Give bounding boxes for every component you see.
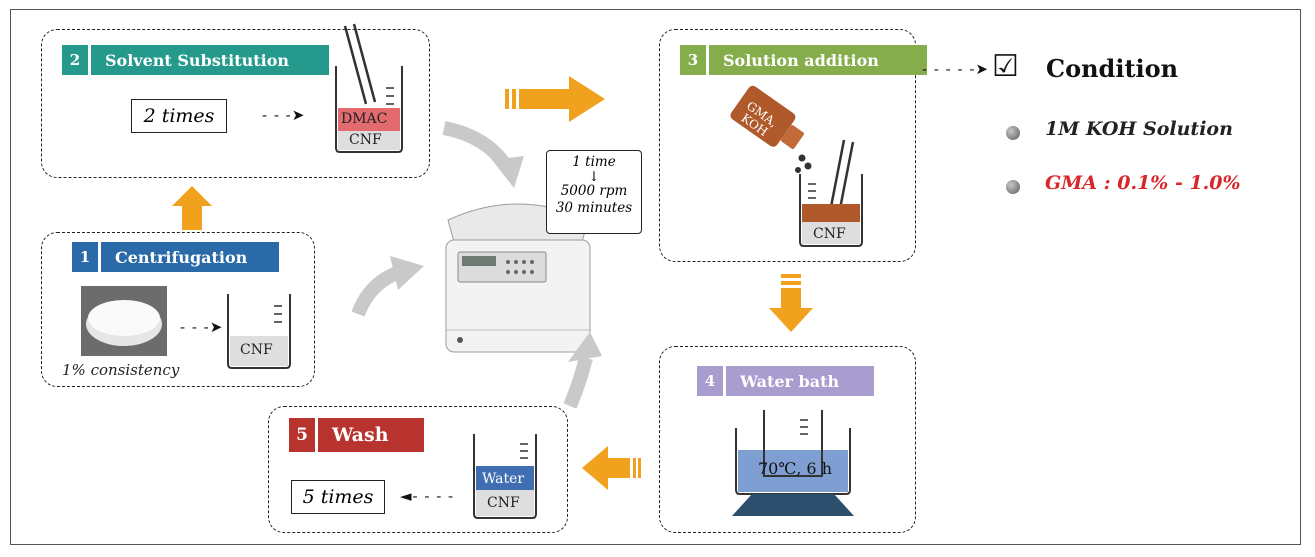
step1-number: 1 <box>72 242 98 272</box>
step5-times: 5 times <box>302 486 374 508</box>
step4-badge: 4 Water bath <box>697 366 874 396</box>
outer-frame <box>10 9 1301 545</box>
condition-dash-arrow: - - - - -➤ <box>922 60 989 78</box>
step1-badge: 1 Centrifugation <box>72 242 279 272</box>
condition-item-1: 1M KOH Solution <box>1045 118 1233 140</box>
step2-label: Solvent Substitution <box>91 45 329 75</box>
step3-label: Solution addition <box>709 45 927 75</box>
centrifuge-down-arrow: ↓ <box>588 169 600 185</box>
orange-arrow-right <box>505 76 605 122</box>
gma-koh-bottle-icon <box>730 85 812 173</box>
orange-arrow-up <box>172 186 212 230</box>
step2-cnf-label: CNF <box>349 132 382 148</box>
step2-times-box: 2 times <box>131 99 227 133</box>
step1-panel <box>41 232 315 387</box>
petri-dish-image <box>81 286 167 356</box>
step3-beaker-icon <box>799 139 863 247</box>
step2-beaker-icon <box>335 23 403 153</box>
step5-panel <box>268 406 568 533</box>
centrifuge-times: 1 time <box>572 154 616 170</box>
centrifuge-minutes: 30 minutes <box>555 200 633 216</box>
step3-badge: 3 Solution addition <box>680 45 927 75</box>
step2-badge: 2 Solvent Substitution <box>62 45 329 75</box>
step5-label: Wash <box>318 418 424 452</box>
gray-arrow-from-step5 <box>563 332 602 409</box>
step3-panel <box>659 29 916 262</box>
step5-badge: 5 Wash <box>289 418 424 452</box>
step5-number: 5 <box>289 418 315 452</box>
condition-item-2: GMA : 0.1% - 1.0% <box>1045 172 1241 194</box>
step5-dash-arrow: ◄- - - - <box>400 487 455 505</box>
step1-label: Centrifugation <box>101 242 279 272</box>
step4-label: Water bath <box>726 366 874 396</box>
step2-times: 2 times <box>143 105 215 127</box>
water-bath-icon <box>732 410 854 516</box>
orange-arrow-left <box>582 446 641 490</box>
step5-water-label: Water <box>482 471 525 487</box>
step4-panel <box>659 346 916 533</box>
centrifuge-rpm: 5000 rpm <box>560 183 628 199</box>
condition-bullet-1 <box>1006 126 1020 140</box>
step5-times-box: 5 times <box>291 480 385 514</box>
step2-dash-arrow: - - -➤ <box>262 106 306 124</box>
step3-number: 3 <box>680 45 706 75</box>
step5-beaker-icon <box>473 434 537 519</box>
condition-title: Condition <box>1046 54 1179 83</box>
step2-number: 2 <box>62 45 88 75</box>
step1-cnf-label: CNF <box>240 342 273 358</box>
water-bath-temp: 70℃, 6 h <box>758 459 832 478</box>
step2-dmac-label: DMAC <box>341 111 388 127</box>
step4-number: 4 <box>697 366 723 396</box>
orange-arrow-down <box>769 274 813 332</box>
step1-caption: 1% consistency <box>62 361 180 379</box>
step5-cnf-label: CNF <box>487 495 520 511</box>
gray-arrow-from-step1 <box>351 256 424 317</box>
condition-checkbox-icon: ☑ <box>992 49 1019 84</box>
condition-bullet-2 <box>1006 180 1020 194</box>
centrifuge-settings-box: 1 time ↓ 5000 rpm 30 minutes <box>546 150 642 234</box>
step1-beaker-icon <box>227 294 291 369</box>
step2-panel <box>41 29 430 178</box>
step1-dash-arrow: - - -➤ <box>180 318 224 336</box>
step3-cnf-label: CNF <box>813 226 846 242</box>
gray-arrow-from-step2 <box>442 121 524 188</box>
